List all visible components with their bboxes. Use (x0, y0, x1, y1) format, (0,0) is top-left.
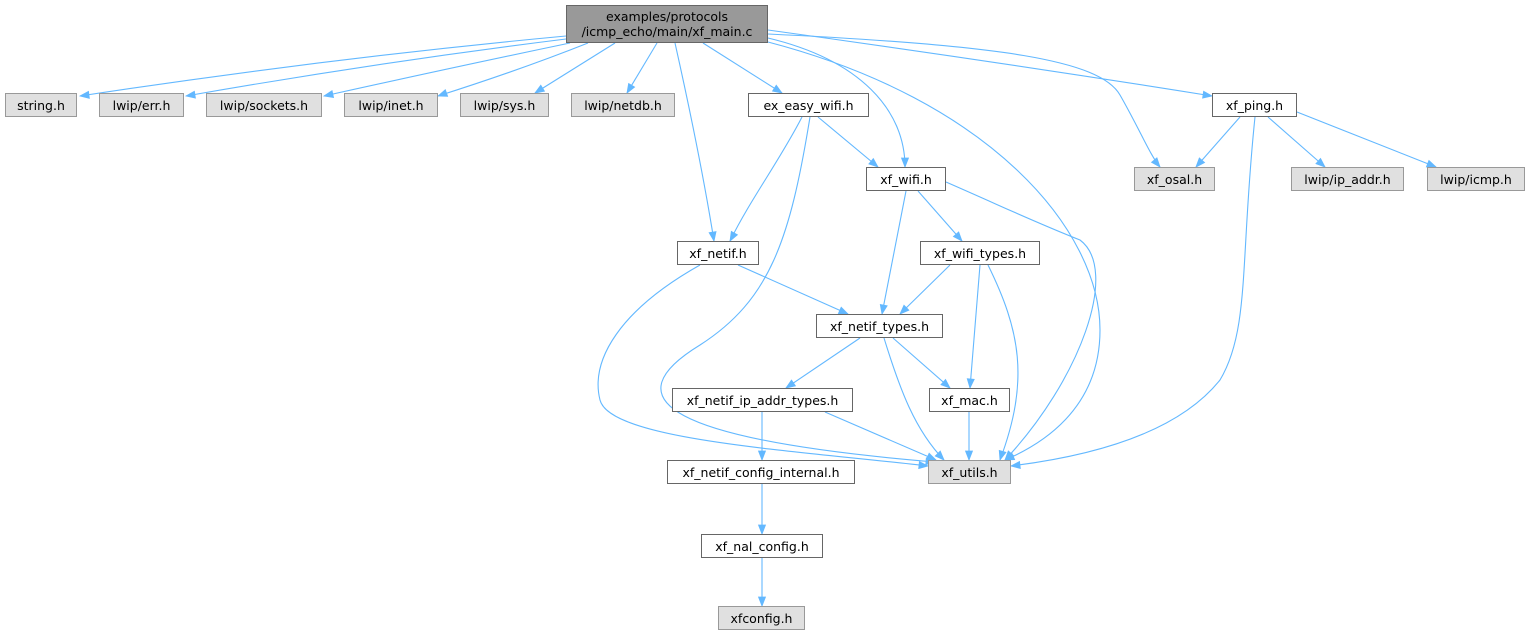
node-xf-wifi-types-h[interactable]: xf_wifi_types.h (920, 241, 1040, 265)
edge-configinternal-nalconfig (757, 484, 767, 536)
edge-wifi-wifitypes (917, 190, 963, 242)
node-xf-main-c: examples/protocols /icmp_echo/main/xf_ma… (566, 5, 768, 43)
edge-ping-icmp (1296, 111, 1438, 168)
edge-easywifi-netif (729, 116, 803, 242)
edge-main-sys (534, 42, 616, 94)
node-lwip-netdb-h: lwip/netdb.h (571, 93, 675, 117)
node-lwip-ip-addr-h: lwip/ip_addr.h (1291, 167, 1404, 191)
edge-main-sockets (322, 42, 571, 99)
edge-ping-osal (1195, 116, 1241, 168)
edge-easywifi-wifi (817, 116, 879, 168)
node-lwip-sockets-h: lwip/sockets.h (206, 93, 322, 117)
edge-nalconfig-xfconfig (757, 558, 767, 608)
edge-ping-ipaddr (1267, 116, 1326, 168)
edge-wifitypes-utils (987, 264, 1019, 462)
edge-main-string (78, 35, 567, 99)
node-xfconfig-h: xfconfig.h (718, 606, 805, 630)
edge-main-wifi (767, 37, 910, 169)
root-label-line1: examples/protocols (605, 9, 729, 24)
edge-main-netif (674, 42, 717, 243)
edge-netif-utils (597, 264, 930, 470)
edge-main-ping (767, 29, 1214, 99)
node-lwip-sys-h: lwip/sys.h (460, 93, 549, 117)
node-xf-netif-h[interactable]: xf_netif.h (677, 241, 759, 265)
edge-wifi-netiftypes (879, 190, 907, 316)
root-label-line2: /icmp_echo/main/xf_main.c (581, 24, 753, 39)
edge-main-inet (436, 42, 589, 97)
edge-mac-utils (964, 412, 974, 462)
edge-main-easywifi (702, 42, 783, 94)
node-xf-utils-h: xf_utils.h (928, 460, 1011, 484)
edge-netiftypes-utils (883, 337, 945, 461)
edge-main-osal (767, 33, 1161, 168)
node-string-h: string.h (5, 93, 77, 117)
edge-wifitypes-netiftypes (899, 264, 951, 315)
node-xf-netif-ip-addr-types-h[interactable]: xf_netif_ip_addr_types.h (672, 388, 853, 412)
edge-netif-netiftypes (737, 264, 850, 315)
node-lwip-err-h: lwip/err.h (99, 93, 184, 117)
node-xf-osal-h: xf_osal.h (1134, 167, 1215, 191)
edge-wifi-utils (945, 181, 1097, 461)
node-xf-netif-config-internal-h[interactable]: xf_netif_config_internal.h (667, 460, 855, 484)
node-xf-mac-h[interactable]: xf_mac.h (929, 388, 1010, 412)
edge-ipaddrtypes-configinternal (757, 412, 767, 462)
node-xf-wifi-h[interactable]: xf_wifi.h (866, 167, 946, 191)
edge-wifitypes-mac (966, 264, 981, 390)
node-xf-nal-config-h[interactable]: xf_nal_config.h (701, 534, 823, 558)
edge-netiftypes-mac (892, 337, 951, 389)
node-xf-ping-h[interactable]: xf_ping.h (1212, 93, 1297, 117)
node-ex-easy-wifi-h[interactable]: ex_easy_wifi.h (748, 93, 869, 117)
edge-ping-utils (1009, 116, 1256, 469)
edge-netiftypes-ipaddrtypes (785, 337, 861, 389)
node-lwip-icmp-h: lwip/icmp.h (1427, 167, 1525, 191)
edge-main-err (184, 38, 567, 99)
node-xf-netif-types-h[interactable]: xf_netif_types.h (816, 314, 943, 338)
node-lwip-inet-h: lwip/inet.h (344, 93, 438, 117)
edge-ipaddrtypes-utils (824, 411, 938, 461)
edge-main-netdb (626, 42, 658, 94)
